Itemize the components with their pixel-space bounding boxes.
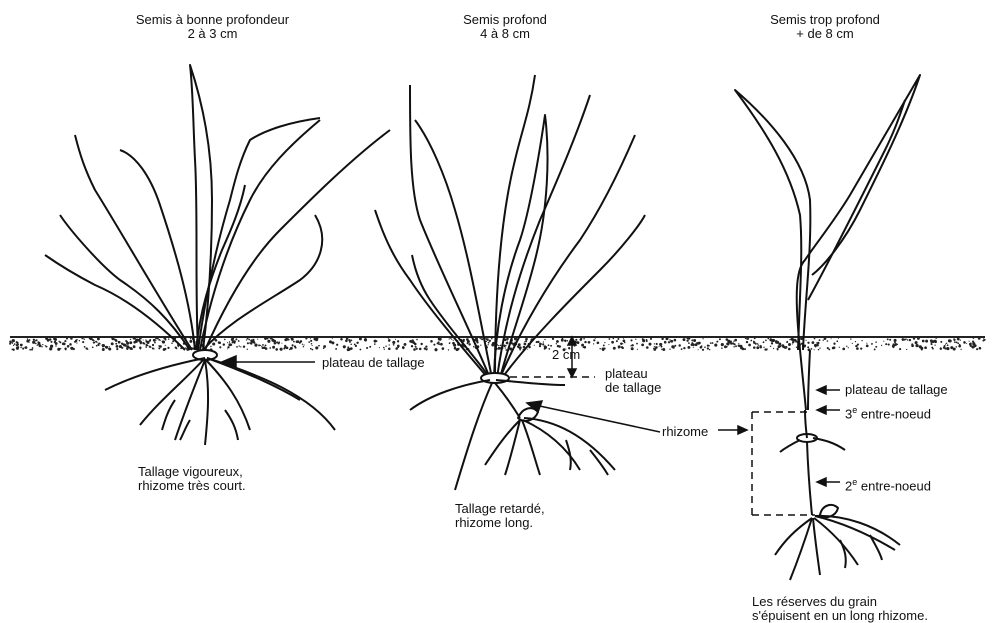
panel2-plateau-line1: plateau — [605, 367, 661, 381]
panel3-caption: Les réserves du grain s'épuisent en un l… — [752, 595, 928, 623]
leaf — [190, 65, 212, 350]
leaf — [797, 75, 920, 350]
panel1-title-line1: Semis à bonne profondeur — [100, 13, 325, 27]
annotation-plateau-1 — [222, 356, 315, 368]
stem — [800, 350, 806, 410]
panel1-plateau-label: plateau de tallage — [322, 356, 425, 370]
panel2-depth-label: 2 cm — [552, 348, 580, 362]
rhizome-stem — [807, 442, 812, 515]
panel2-plateau-line2: de tallage — [605, 381, 661, 395]
panel1-title-line2: 2 à 3 cm — [100, 27, 325, 41]
panel1-title: Semis à bonne profondeur 2 à 3 cm — [100, 13, 325, 41]
panel3-title-line2: + de 8 cm — [745, 27, 905, 41]
leaf — [495, 75, 535, 378]
panel1-caption-line1: Tallage vigoureux, — [138, 465, 246, 479]
panel3-plateau-label: plateau de tallage — [845, 383, 948, 397]
panel2-title-line1: Semis profond — [430, 13, 580, 27]
panel3-caption-line1: Les réserves du grain — [752, 595, 928, 609]
panel1-caption: Tallage vigoureux, rhizome très court. — [138, 465, 246, 493]
panel3-caption-line2: s'épuisent en un long rhizome. — [752, 609, 928, 623]
panel3-title-line1: Semis trop profond — [745, 13, 905, 27]
annotation-plateau-3 — [817, 386, 840, 394]
annotation-rhizome-2 — [527, 401, 660, 432]
leaf — [75, 135, 192, 350]
panel3-internode3-label: 3e entre-noeud — [845, 403, 931, 421]
leaf — [808, 100, 905, 300]
plant-deep — [375, 75, 645, 490]
leaf — [196, 185, 245, 350]
leaf — [200, 120, 320, 350]
plant-too-deep — [735, 75, 920, 580]
plant-good-depth — [45, 65, 390, 445]
panel2-title: Semis profond 4 à 8 cm — [430, 13, 580, 41]
panel2-plateau-label: plateau de tallage — [605, 367, 661, 395]
panel2-caption-line1: Tallage retardé, — [455, 502, 545, 516]
panel1-caption-line2: rhizome très court. — [138, 479, 246, 493]
panel2-title-line2: 4 à 8 cm — [430, 27, 580, 41]
panel3-title: Semis trop profond + de 8 cm — [745, 13, 905, 41]
panel3-internode2-label: 2e entre-noeud — [845, 475, 931, 493]
rhizome-stem — [495, 383, 520, 418]
leaf — [198, 118, 320, 350]
annotation-internode2 — [817, 478, 840, 486]
annotation-internode3 — [817, 406, 840, 414]
panel2-caption: Tallage retardé, rhizome long. — [455, 502, 545, 530]
leaf — [45, 255, 185, 350]
leaf — [735, 90, 810, 350]
leaf — [497, 95, 590, 378]
panel2-rhizome-label: rhizome — [662, 425, 708, 439]
stem — [808, 350, 810, 410]
annotation-rhizome-bracket — [718, 412, 815, 515]
panel2-caption-line2: rhizome long. — [455, 516, 545, 530]
